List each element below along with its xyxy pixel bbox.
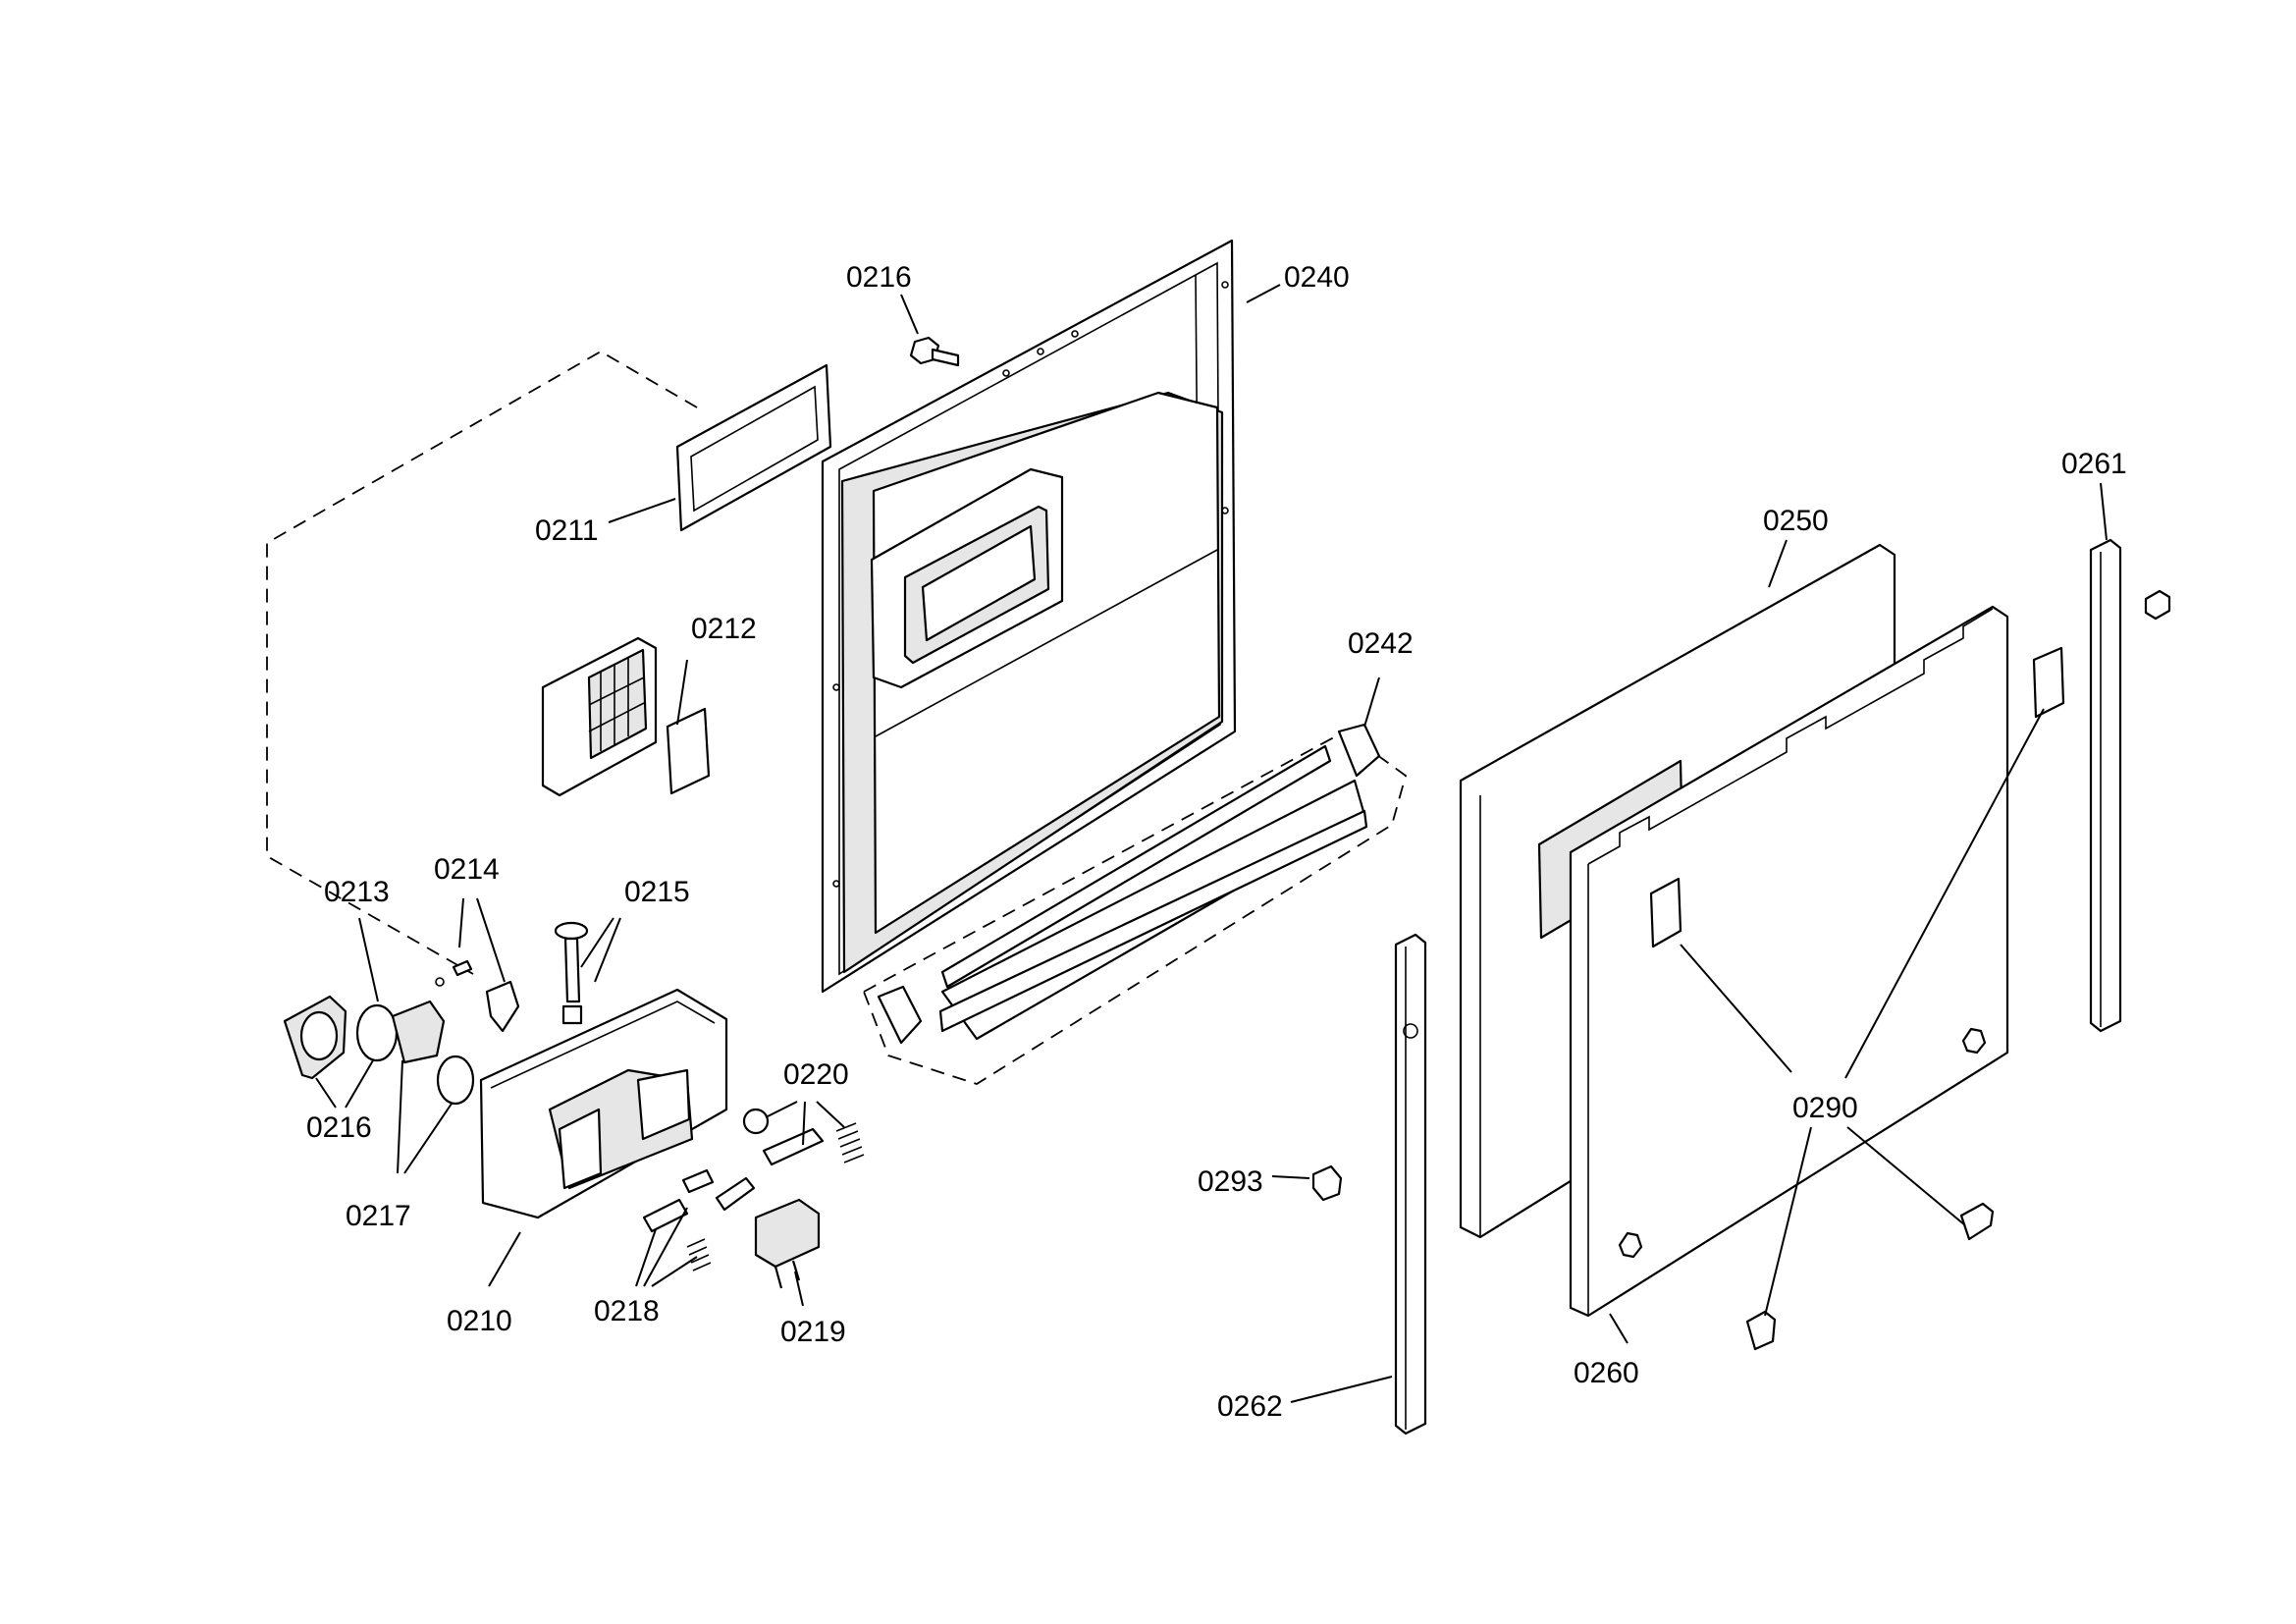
label-0210: 0210 — [447, 1305, 512, 1337]
part-labels: 0216 0240 0211 0212 0242 0250 0261 0213 … — [306, 261, 2127, 1423]
part-0215-pin — [554, 921, 589, 1025]
label-0242: 0242 — [1348, 627, 1414, 660]
label-0214: 0214 — [434, 853, 500, 886]
part-0242-trim — [862, 723, 1408, 1085]
label-0262: 0262 — [1217, 1390, 1283, 1423]
label-0260: 0260 — [1574, 1357, 1639, 1389]
part-0213-knob-housing — [283, 995, 347, 1080]
part-0260-door-panel — [1569, 605, 2009, 1318]
part-0262-side-strip — [1394, 933, 1427, 1435]
label-0290: 0290 — [1792, 1092, 1858, 1124]
label-0250: 0250 — [1763, 505, 1829, 537]
part-0216-ring — [355, 1003, 399, 1062]
part-0261-side-strip — [2089, 538, 2171, 1033]
part-0217-bushing — [391, 1000, 475, 1106]
part-0293-knob — [1311, 1164, 1343, 1202]
label-0212: 0212 — [691, 613, 757, 645]
label-0219: 0219 — [780, 1316, 846, 1348]
label-0240: 0240 — [1284, 261, 1350, 294]
label-0293: 0293 — [1198, 1165, 1263, 1198]
part-0210-dispenser — [479, 988, 728, 1219]
label-0215: 0215 — [624, 876, 690, 908]
part-0214-lever — [435, 959, 520, 1033]
label-0241: 0216 — [846, 261, 912, 294]
assembly-boundary — [266, 350, 698, 975]
part-0240-inner-door — [821, 239, 1237, 994]
part-0219-switch — [754, 1198, 821, 1289]
part-0211-frame — [675, 363, 832, 532]
label-0220: 0220 — [783, 1058, 849, 1091]
label-0211: 0211 — [535, 514, 599, 547]
part-0290-pads — [1745, 646, 2065, 1351]
part-0218-latch — [642, 1168, 756, 1272]
part-0212-filter — [541, 636, 711, 797]
label-0213: 0213 — [324, 876, 390, 908]
label-0217: 0217 — [346, 1200, 411, 1232]
leader-lines — [315, 284, 2108, 1403]
label-0261: 0261 — [2061, 448, 2127, 480]
label-0218: 0218 — [594, 1295, 660, 1327]
label-0216-shown: 0216 — [306, 1111, 372, 1144]
part-0241-screw — [909, 336, 960, 367]
part-0220-ball-lever — [742, 1108, 865, 1166]
